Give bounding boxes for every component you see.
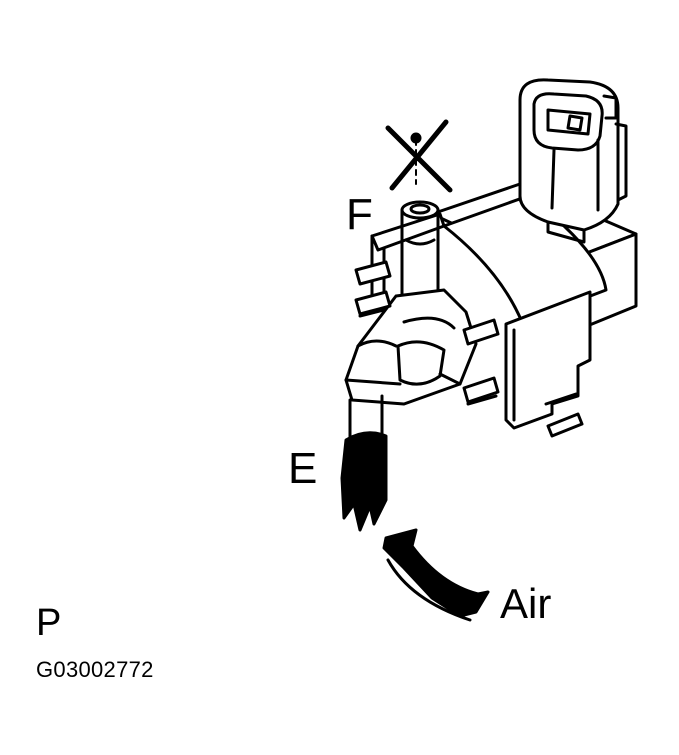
electrical-connector (518, 78, 628, 244)
air-label: Air (500, 580, 552, 627)
valve-body (344, 260, 500, 406)
air-flow-arrow-icon (382, 528, 490, 622)
solenoid-body (370, 182, 638, 438)
blocked-x-icon (385, 119, 453, 193)
figure-code: G03002772 (36, 657, 154, 682)
port-f-nozzle (400, 200, 440, 303)
port-e-hose (340, 394, 388, 532)
port-f-label: F (346, 190, 373, 239)
page-marker: P (36, 602, 62, 644)
port-e-label: E (288, 444, 318, 493)
